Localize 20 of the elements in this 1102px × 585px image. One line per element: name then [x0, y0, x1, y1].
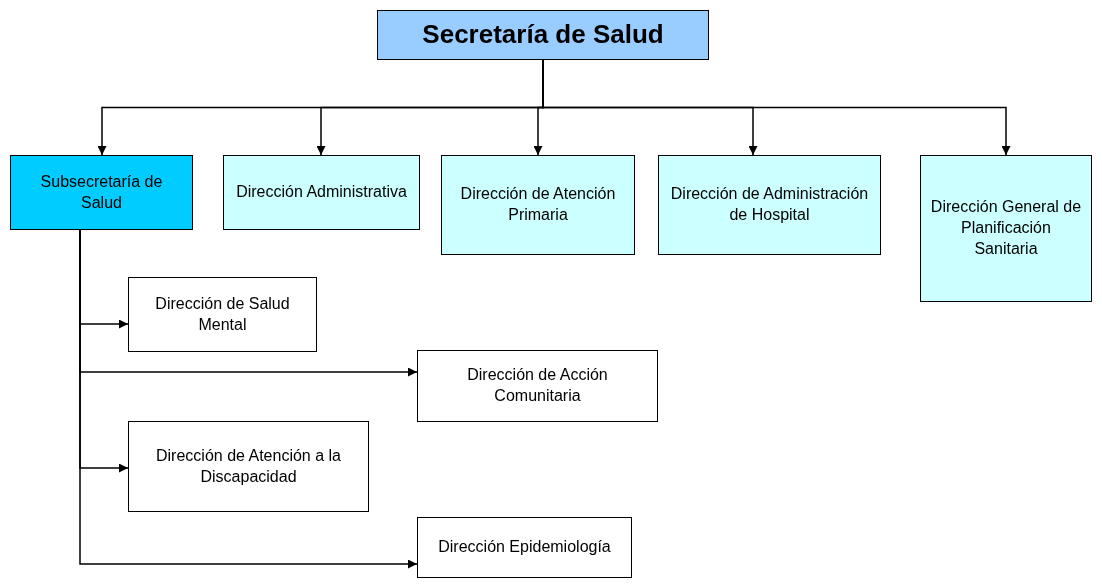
box-label: Dirección Epidemiología [438, 537, 611, 558]
box-label: Subsecretaría de Salud [39, 171, 164, 213]
org-box [223, 155, 420, 230]
box-label: Dirección de Acción Comunitaria [466, 365, 609, 406]
box-label: Dirección de Administración de Hospital [669, 184, 870, 225]
org-box [10, 155, 193, 230]
org-box [920, 155, 1092, 302]
org-box [441, 155, 635, 255]
org-box [128, 277, 317, 352]
box-label: Dirección de Salud Mental [154, 293, 291, 335]
org-box [128, 421, 369, 512]
box-label: Dirección General de Planificación Sanitaria [929, 197, 1083, 259]
org-box [417, 350, 658, 422]
org-box [658, 155, 881, 255]
title-box [377, 10, 709, 60]
box-label: Secretaría de Salud [422, 18, 664, 52]
box-label: Dirección de Atención a la Discapacidad [155, 445, 342, 487]
box-label: Dirección Administrativa [236, 182, 407, 203]
org-box [417, 517, 632, 578]
box-label: Dirección de Atención Primaria [459, 184, 617, 225]
